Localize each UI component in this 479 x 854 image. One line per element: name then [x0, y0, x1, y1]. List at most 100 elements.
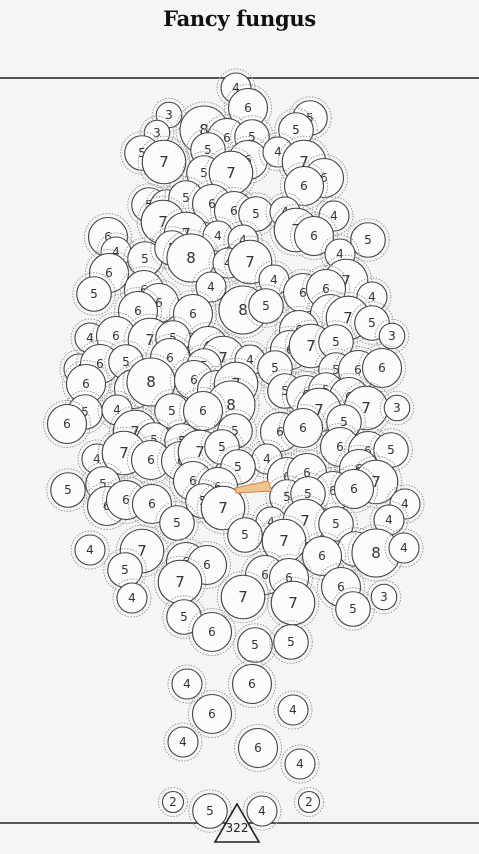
bubble-value: 5: [332, 335, 340, 349]
bubble-value: 5: [231, 424, 239, 438]
shooter[interactable]: 322: [213, 802, 261, 843]
bubble-value: 7: [130, 423, 140, 441]
bubble-value: 5: [141, 252, 149, 266]
bubble-outer-ring: [379, 390, 415, 426]
bubble-disc: [282, 407, 324, 449]
bubble-value: 6: [189, 307, 197, 321]
bubble-disc: [237, 727, 279, 769]
bubble-outer-ring: [298, 532, 346, 580]
bubble-value: 7: [300, 512, 310, 530]
bubble-outer-ring: [115, 524, 169, 578]
bubble-value: 8: [371, 544, 381, 562]
bubble-outer-ring: [294, 787, 324, 817]
bubble-value: 7: [159, 153, 169, 171]
bubble-value: 7: [299, 153, 309, 171]
bubble-value: 5: [234, 460, 242, 474]
bubble-value: 7: [279, 532, 289, 550]
bubble-value: 6: [378, 361, 386, 375]
bubble-value: 5: [138, 146, 146, 160]
bubble: 4: [163, 722, 203, 762]
bubble-value: 6: [208, 197, 216, 211]
bubble-outer-ring: [244, 284, 288, 328]
bubble: 4: [112, 578, 152, 618]
bubble-value: 7: [145, 331, 155, 349]
bubble: 4: [384, 528, 424, 568]
bubble-value: 6: [190, 373, 198, 387]
bubble-value: 6: [223, 131, 231, 145]
bubble-value: 3: [165, 108, 173, 122]
bubble-outer-ring: [128, 480, 176, 528]
bubble: 2: [158, 787, 188, 817]
bubble-outer-ring: [374, 318, 410, 354]
bubble-value: 4: [400, 541, 408, 555]
bubble-value: 6: [208, 625, 216, 639]
bubble-value: 5: [173, 516, 181, 530]
bubble-disc: [335, 591, 371, 627]
bubble: 6: [330, 465, 378, 513]
bubble-value: 6: [300, 179, 308, 193]
bubble-value: 7: [245, 253, 255, 271]
bubble-value: 5: [251, 638, 259, 652]
bubble: 3: [379, 390, 415, 426]
bubble-value: 7: [288, 594, 298, 612]
bubble-outer-ring: [280, 744, 320, 784]
bubble-value: 3: [393, 401, 401, 415]
bubble-value: 7: [218, 349, 228, 367]
bubble-value: 4: [207, 280, 215, 294]
bubble-value: 7: [175, 573, 185, 591]
bubble-value: 6: [189, 474, 197, 488]
bubble-value: 5: [387, 443, 395, 457]
bubble-value: 7: [158, 213, 168, 231]
bubble-value: 6: [322, 282, 330, 296]
bubble-value: 5: [218, 440, 226, 454]
bubble-value: 5: [368, 316, 376, 330]
bubble-value: 4: [267, 515, 275, 529]
bubble-outer-ring: [223, 220, 263, 260]
bubble-value: 7: [137, 542, 147, 560]
bubble-value: 4: [401, 497, 409, 511]
bubble: 4: [167, 664, 207, 704]
bubble-disc: [388, 532, 420, 564]
bubble: 4: [70, 530, 110, 570]
bubble-value: 5: [241, 528, 249, 542]
bubble-outer-ring: [320, 234, 360, 274]
bubble-value: 4: [86, 331, 94, 345]
bubble-value: 6: [336, 440, 344, 454]
bubble-outer-ring: [242, 791, 282, 831]
bubble-value: 6: [96, 357, 104, 371]
bubble-value: 8: [238, 301, 248, 319]
bubble-value: 6: [320, 171, 328, 185]
bubble-value: 6: [82, 377, 90, 391]
bubble-value: 5: [292, 123, 300, 137]
bubble-value: 5: [200, 166, 208, 180]
bubble: 5: [274, 108, 318, 152]
bubble: 5: [233, 623, 277, 667]
bubble-value: 4: [289, 703, 297, 717]
bubble-outer-ring: [167, 664, 207, 704]
bubble-value: 4: [330, 209, 338, 223]
shooter-triangle-icon[interactable]: [213, 802, 261, 843]
bubble-value: 4: [274, 145, 282, 159]
bubble-value: 7: [314, 401, 324, 419]
bubble-disc: [167, 726, 199, 758]
bubble-value: 5: [99, 477, 107, 491]
bubble-disc: [131, 483, 173, 525]
bubble-value: 5: [206, 804, 214, 818]
bubble: 5: [188, 789, 232, 833]
bubble-value: 7: [238, 588, 248, 606]
bubble-disc: [273, 624, 309, 660]
game-title: Fancy fungus: [163, 6, 316, 31]
bubble: 5: [269, 620, 313, 664]
bubble-value: 4: [246, 353, 254, 367]
bubble-outer-ring: [369, 500, 409, 540]
bubble-value: 4: [258, 804, 266, 818]
bubble-value: 6: [155, 296, 163, 310]
bubble-disc: [283, 165, 325, 207]
shot-counter: 322: [226, 821, 249, 835]
bubble-field: 4635865355756475766555665474667744545584…: [43, 68, 425, 833]
bubble-disc: [231, 663, 273, 705]
bubble-value: 6: [318, 549, 326, 563]
bubble-value: 4: [113, 403, 121, 417]
bubble: 6: [234, 724, 282, 772]
